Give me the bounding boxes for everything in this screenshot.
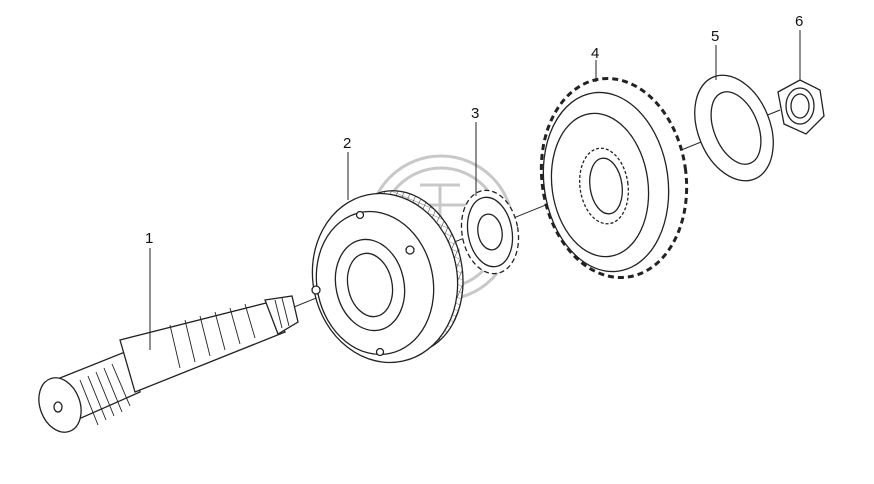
label-part-3: 3 — [471, 105, 479, 122]
label-part-5: 5 — [711, 28, 719, 45]
nut-part — [777, 79, 825, 135]
label-part-1: 1 — [145, 230, 153, 247]
washer-part — [694, 74, 774, 182]
large-gear-part — [539, 76, 689, 280]
label-part-4: 4 — [591, 45, 599, 62]
shaft-part — [38, 295, 299, 433]
leader-lines — [149, 30, 801, 350]
label-part-6: 6 — [795, 13, 803, 30]
small-gear-part — [460, 189, 520, 275]
synchronizer-part — [311, 190, 464, 364]
label-part-2: 2 — [343, 135, 351, 152]
